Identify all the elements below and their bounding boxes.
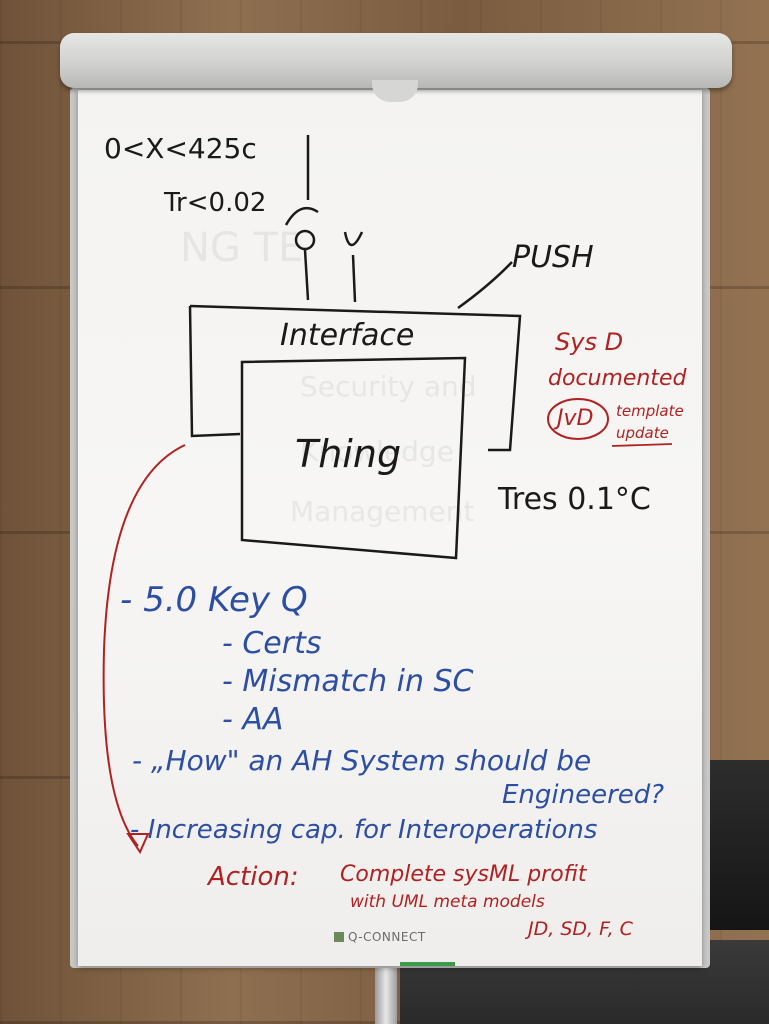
brand-name: Q-CONNECT (348, 930, 426, 944)
red-arrow-head (126, 833, 150, 855)
red-arrow-curve (102, 444, 186, 847)
flipchart-clamp-notch (372, 80, 418, 102)
ghost-text-1: NG TE (180, 225, 304, 271)
flipchart-paper (78, 90, 702, 966)
action-label: Action: (208, 862, 299, 892)
interface-label: Interface (280, 318, 415, 353)
action-text-1: Complete sysML profit (340, 862, 587, 887)
tres-label: Tres 0.1°C (498, 482, 651, 517)
brand-mark-icon (334, 932, 344, 942)
easel-pole (375, 965, 397, 1024)
jvd-note: JvD (557, 406, 594, 431)
list-subitem-mismatch: - Mismatch in SC (222, 664, 474, 699)
documented-note: documented (548, 366, 687, 391)
interface-box-left (188, 305, 241, 438)
port-stem-1 (303, 249, 310, 301)
range-note: 0<X<425c (104, 132, 257, 165)
sysd-note: Sys D (555, 328, 624, 356)
list-item-engineered: Engineered? (502, 780, 665, 810)
ghost-text-4: Management (290, 495, 475, 528)
update-note: update (616, 424, 669, 442)
push-label: PUSH (512, 240, 594, 275)
interface-box-right (189, 304, 522, 452)
waste-bin (700, 760, 769, 930)
template-note: template (616, 402, 684, 420)
brand-logo: Q-CONNECT (334, 930, 426, 944)
flipchart-clamp-bar (60, 33, 732, 88)
thing-box (240, 356, 467, 560)
list-item-increasing: - Increasing cap. for Interoperations (130, 815, 598, 845)
port-fork (343, 231, 364, 303)
list-item-how: - „How" an AH System should be (132, 744, 592, 777)
lollipop-circle (294, 229, 316, 251)
thing-label: Thing (295, 432, 402, 476)
green-strip (400, 962, 455, 966)
action-owners: JD, SD, F, C (528, 918, 633, 940)
jvd-circle (547, 398, 609, 440)
action-text-2: with UML meta models (350, 892, 545, 912)
list-subitem-certs: - Certs (222, 626, 322, 661)
push-leader-line (457, 261, 513, 310)
tr-note: Tr<0.02 (164, 188, 267, 218)
ghost-text-3: Knowledge (300, 435, 454, 468)
ghost-text-2: Security and (300, 370, 477, 403)
socket-arc (284, 206, 319, 226)
update-underline (611, 443, 673, 447)
list-item-key-q: - 5.0 Key Q (120, 580, 308, 620)
list-subitem-aa: - AA (222, 702, 284, 737)
